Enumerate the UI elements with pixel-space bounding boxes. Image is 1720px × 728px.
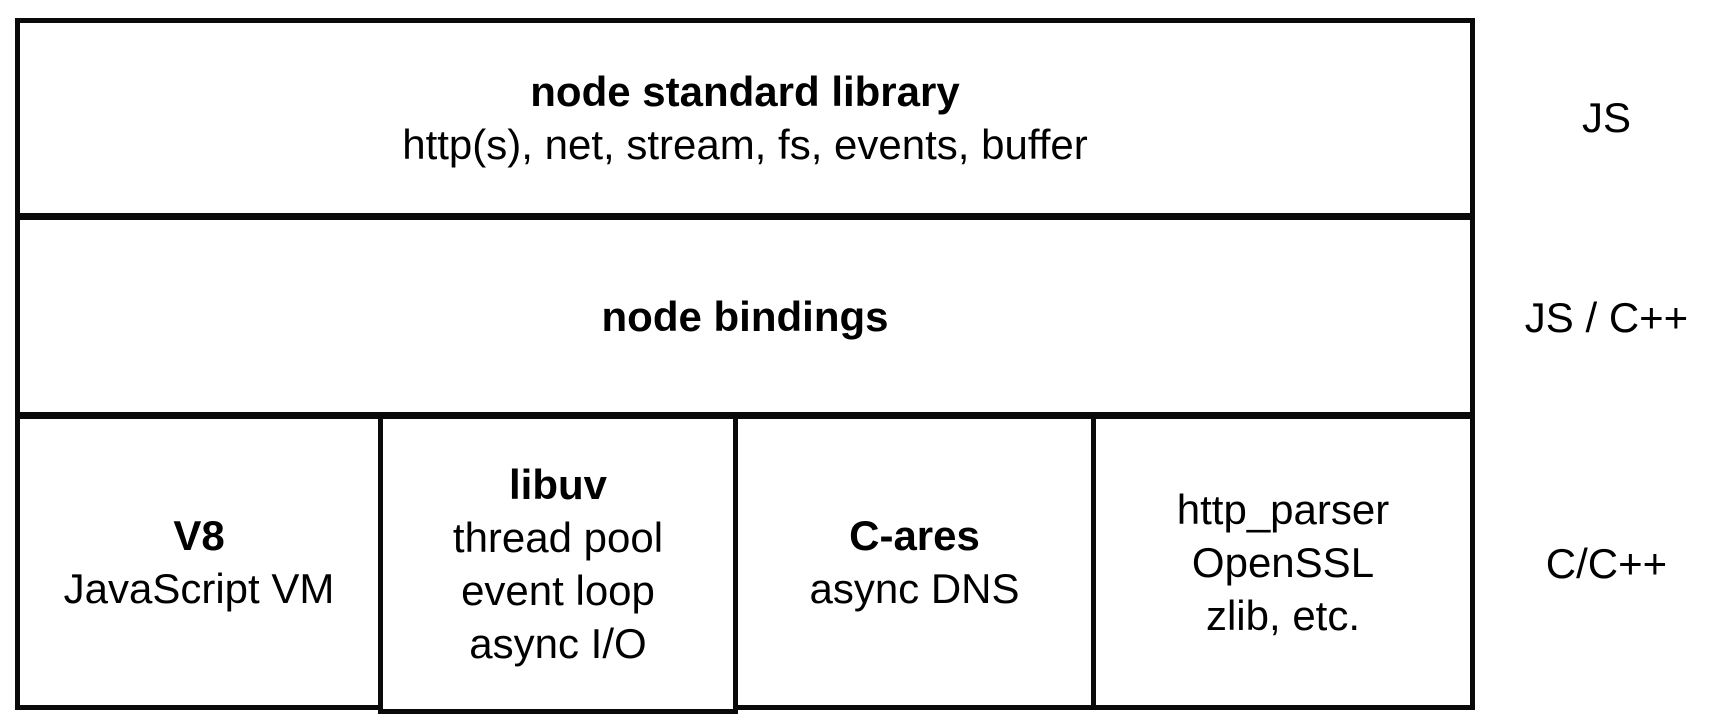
standard-library-title: node standard library [530, 68, 960, 115]
layer-stack: node standard library http(s), net, stre… [15, 18, 1475, 714]
native-box-v8: V8 JavaScript VM [15, 414, 383, 710]
libuv-line-event-loop: event loop [461, 567, 655, 614]
libs-line-http-parser: http_parser [1176, 485, 1390, 533]
libuv-line-async-io: async I/O [469, 620, 647, 667]
lang-label-js: JS [1581, 94, 1631, 141]
native-box-libuv: libuv thread pool event loop async I/O [378, 414, 738, 714]
lang-label-c-cpp: C/C++ [1545, 539, 1668, 587]
v8-title: V8 [173, 512, 225, 559]
layer-node-bindings: node bindings [15, 215, 1475, 417]
libuv-title: libuv [508, 461, 607, 508]
layer-native: V8 JavaScript VM libuv thread pool event… [15, 414, 1475, 714]
native-box-support-libs: http_parser OpenSSL zlib, etc. [1091, 414, 1475, 710]
lang-label-js-cpp: JS / C++ [1524, 293, 1689, 341]
libs-line-openssl: OpenSSL [1191, 538, 1375, 586]
language-labels: JS JS / C++ C/C++ [1475, 18, 1720, 710]
native-box-cares: C-ares async DNS [733, 414, 1096, 710]
node-bindings-title: node bindings [601, 292, 889, 340]
libuv-line-thread-pool: thread pool [452, 514, 664, 561]
standard-library-modules: http(s), net, stream, fs, events, buffer [402, 121, 1088, 168]
libs-line-zlib: zlib, etc. [1205, 591, 1361, 639]
cares-title: C-ares [849, 512, 980, 559]
layer-standard-library: node standard library http(s), net, stre… [15, 18, 1475, 218]
v8-line: JavaScript VM [63, 565, 335, 612]
cares-line: async DNS [809, 565, 1020, 612]
